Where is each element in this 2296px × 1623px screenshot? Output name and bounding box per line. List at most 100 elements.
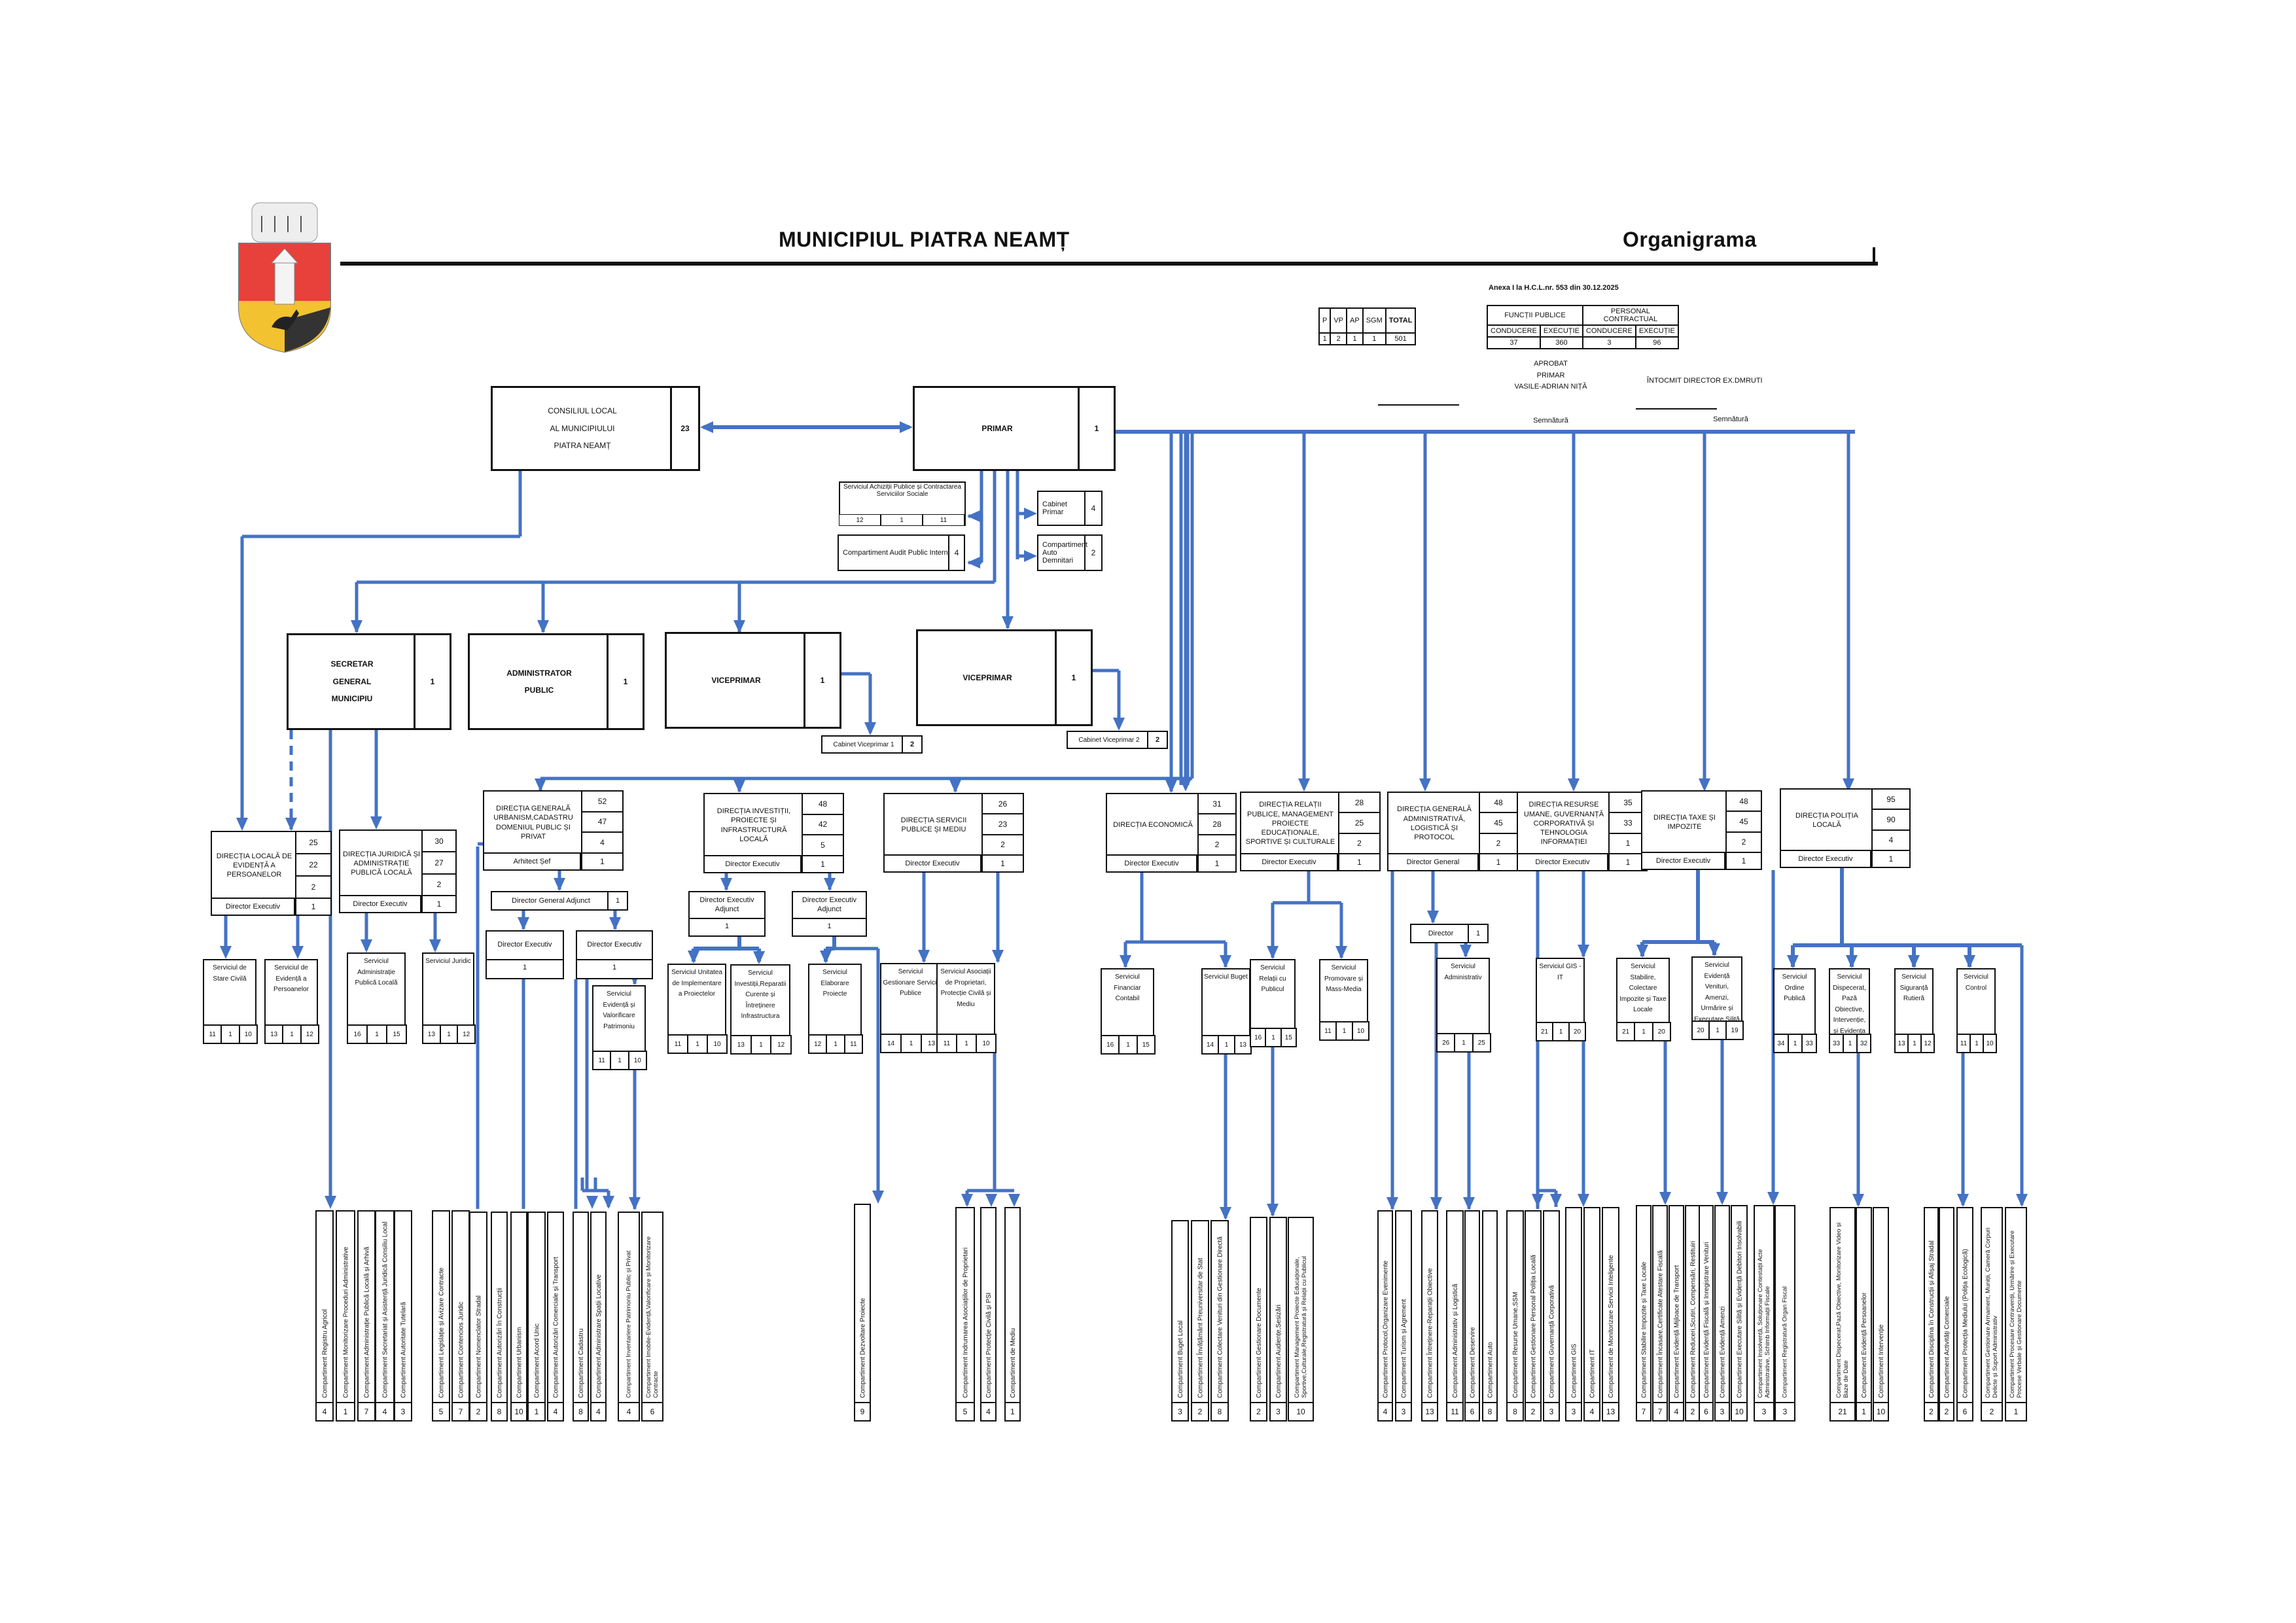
compartment-box-3[interactable]: Compartiment Administrație Publică Local… [357,1210,376,1403]
service-box-6[interactable]: Serviciul Unitatea de Implementare a Pro… [667,964,728,1054]
compartment-box-2[interactable]: Compartiment Monitorizare Proceduri Admi… [336,1210,355,1403]
compartment-box-27[interactable]: Compartiment Protocol,Organizare Evenime… [1377,1210,1393,1403]
direction-box-7[interactable]: DIRECȚIA RELAȚII PUBLICE, MANAGEMENT PRO… [1240,792,1381,871]
compartment-box-30[interactable]: Compartiment Administrativ și Logistică [1446,1210,1464,1403]
compartment-box-29[interactable]: Compartiment Întreținere-Reparații Obiec… [1421,1210,1438,1403]
compartment-box-39[interactable]: Compartiment Stabilire Impozite și Taxe … [1636,1205,1651,1403]
compartment-box-4[interactable]: Compartiment Secretariat și Asistență Ju… [375,1210,395,1403]
compartment-box-24[interactable]: Compartiment Gestionare Documente [1250,1217,1267,1403]
direction-box-3[interactable]: DIRECȚIA GENERALĂ URBANISM,CADASTRU DOME… [483,790,624,871]
compartment-box-50[interactable]: Compartiment Intervenție [1873,1207,1889,1403]
compartment-box-37[interactable]: Compartiment IT [1583,1207,1600,1403]
compartment-box-41[interactable]: Compartiment Evidență Mijloace de Transp… [1669,1205,1684,1403]
compartment-box-7[interactable]: Compartiment Contencios Juridic [451,1210,470,1403]
compartment-box-15[interactable]: Compartiment Inventariere Patrimoniu Pub… [618,1212,640,1403]
compartment-box-43[interactable]: Compartiment Evidență Fiscală și Inregis… [1699,1205,1714,1403]
service-box-5[interactable]: Serviciul Evidență și Valorificare Patri… [592,985,647,1070]
compartment-box-49[interactable]: Compartiment Evidență Persoanelor [1856,1207,1872,1403]
compartment-box-40[interactable]: Compartiment Încasare,Certificate Atesta… [1652,1205,1668,1403]
compartment-box-51[interactable]: Compartiment Disciplina în Construcții ș… [1924,1207,1939,1403]
compartment-box-12[interactable]: Compartiment Autorizări Comerciale și Tr… [547,1212,564,1403]
compartment-box-54[interactable]: Compartiment Gestionare Armament, Muniți… [1981,1207,2003,1403]
compartment-box-23[interactable]: Compartiment Colectare Venituri din Gest… [1210,1220,1229,1403]
direction-box-1[interactable]: DIRECȚIA LOCALĂ DE EVIDENȚĂ A PERSOANELO… [211,831,332,916]
compartment-box-18[interactable]: Compartiment Indrumarea Asociațiilor de … [955,1207,975,1403]
compartment-box-46[interactable]: Compartiment Insolvență, Soluționare Con… [1754,1205,1775,1403]
compartment-box-45[interactable]: Compartiment Executare Silită și Evidenț… [1731,1205,1748,1403]
compartment-box-10[interactable]: Compartiment Urbanism [510,1212,527,1403]
service-box-18[interactable]: Serviciul Evidență Venituri, Amenzi, Urm… [1691,956,1744,1040]
compartment-box-21[interactable]: Compartiment Buget Local [1171,1220,1189,1403]
compartment-box-48[interactable]: Compartiment Dispecerat,Pază Obiective, … [1829,1207,1856,1403]
direction-box-8[interactable]: DIRECȚIA GENERALĂ ADMINISTRATIVĂ, LOGIST… [1387,792,1518,871]
compartment-box-52[interactable]: Compartiment Activități Comerciale [1939,1207,1954,1403]
compartment-box-22[interactable]: Compartiment Învățământ Preuniversitar d… [1191,1220,1209,1403]
service-box-7[interactable]: Serviciul Investiții,Reparatii Curente ș… [730,964,792,1055]
compartment-box-38[interactable]: Compartiment de Monitorizare Servicii In… [1602,1207,1619,1403]
service-box-10[interactable]: Serviciul Asociații de Proprietari, Prot… [936,963,997,1053]
compartment-box-26[interactable]: Compartiment Management Proiecte Educați… [1288,1217,1314,1403]
compartment-box-34[interactable]: Compartiment Gestionare Personal Poliția… [1525,1210,1542,1403]
compartment-box-36[interactable]: Compartiment GIS [1565,1207,1582,1403]
direction-box-2[interactable]: DIRECȚIA JURIDICĂ ȘI ADMINISTRAȚIE PUBLI… [339,829,457,913]
compartment-box-31[interactable]: Compartiment Deservire [1464,1210,1480,1403]
compartment-box-25[interactable]: Compartiment Audiențe,Sesizări [1269,1217,1287,1403]
compartment-box-13[interactable]: Compartiment Cadastru [573,1212,589,1403]
service-box-20[interactable]: Serviciul Dispecerat, Pază Obiective, In… [1829,968,1871,1053]
compartment-box-32[interactable]: Compartiment Auto [1482,1210,1498,1403]
compartment-box-19[interactable]: Compartiment Protecție Civilă și PSI [980,1207,997,1403]
compartment-box-6[interactable]: Compartiment Legislație și Avizare Contr… [432,1210,450,1403]
compartment-box-11[interactable]: Compartiment Acord Unic [527,1212,546,1403]
compartment-box-14[interactable]: Compartiment Administrare Spații Locativ… [590,1212,607,1403]
compartment-box-44[interactable]: Compartiment Evidență Amenzi [1714,1205,1730,1403]
direction-box-9[interactable]: DIRECȚIA RESURSE UMANE, GUVERNANȚĂ CORPO… [1517,792,1648,871]
compartment-box-33[interactable]: Compartiment Resurse Umane,SSM [1506,1210,1524,1403]
direction-box-4[interactable]: DIRECȚIA INVESTIȚII, PROIECTE ȘI INFRAST… [703,793,844,873]
service-box-17[interactable]: Serviciul Stabilire, Colectare Impozite … [1616,958,1671,1041]
compartment-box-28[interactable]: Compartiment Turism și Agrement [1395,1210,1412,1403]
compartment-box-35[interactable]: Compartiment Guvernanță Corporativă [1543,1210,1560,1403]
compartment-box-8[interactable]: Compartiment Nomenclator Stradal [469,1212,487,1403]
compartment-box-55[interactable]: Compartiment Procesare Contravenții, Urm… [2005,1207,2027,1403]
compartment-box-17[interactable]: Compartiment Dezvoltare Proiecte [854,1204,871,1403]
compartment-box-47[interactable]: Compartiment Registratură Organ Fiscal [1775,1205,1795,1403]
compartment-box-9[interactable]: Compartiment Autorizări în Construcții [491,1212,508,1403]
compartment-box-1[interactable]: Compartiment Registru Agricol [315,1210,334,1403]
compartment-box-5[interactable]: Compartiment Autoritate Tutelară [394,1210,412,1403]
compartment-box-16[interactable]: Compartiment Imobile-Evidență,Valorifica… [641,1212,663,1403]
compartment-box-53[interactable]: Compartiment Protecția Mediului (Poliția… [1956,1207,1973,1403]
achizitii-service-box[interactable]: Serviciul Achiziții Publice și Contracta… [839,481,966,526]
compartment-box-20[interactable]: Compartiment de Mediu [1004,1207,1021,1403]
compartment-box-42[interactable]: Compartiment Reduceri,Scutiri, Compensăr… [1685,1205,1701,1403]
